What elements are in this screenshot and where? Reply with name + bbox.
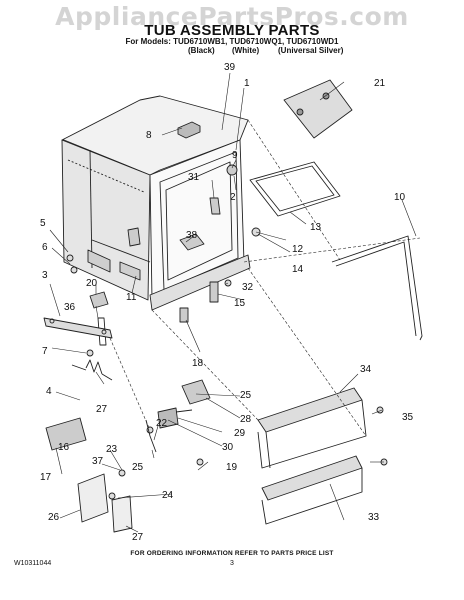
callout-25b: 25 [132,462,144,473]
document-number: W10311044 [14,560,52,567]
callout-35: 34 [360,364,372,375]
callout-21: 21 [374,78,386,89]
callout-23: 23 [106,444,118,455]
callout-22: 22 [156,418,168,429]
watermark: AppliancePartsPros.com [55,2,409,31]
callout-9: 9 [232,150,238,161]
callout-31: 30 [222,442,234,453]
callout-11: 11 [126,292,137,303]
page-number: 3 [230,560,234,567]
callout-4: 4 [46,386,52,397]
callout-3: 3 [42,270,48,281]
callout-13: 13 [310,222,322,233]
callout-17: 17 [40,472,52,483]
callout-2: 2 [230,192,236,203]
callout-37: 36 [64,302,76,313]
callout-32: 31 [188,172,200,183]
callout-29: 28 [240,414,252,425]
callout-26: 26 [48,512,60,523]
callout-40: 39 [224,62,236,73]
ordering-info-footer: FOR ORDERING INFORMATION REFER TO PARTS … [130,550,334,557]
callout-8: 8 [146,130,152,141]
tub-body [61,95,251,311]
callout-34: 33 [368,512,380,523]
callout-39: 38 [186,230,198,241]
callout-33: 32 [242,282,254,293]
callout-38: 37 [92,456,104,467]
page-title: TUB ASSEMBLY PARTS [144,22,320,39]
callout-30: 29 [234,428,246,439]
callout-24: 24 [162,490,174,501]
callout-7: 7 [42,346,48,357]
callout-19: 19 [226,462,238,473]
callout-16: 16 [58,442,70,453]
callout-10: 10 [394,192,406,203]
callout-14: 14 [292,264,304,275]
callout-6: 6 [42,242,48,253]
color-universal-silver: (Universal Silver) [278,46,344,55]
vent-part [177,121,201,139]
callout-36: 35 [402,412,414,423]
callout-25a: 25 [240,390,252,401]
color-white: (White) [232,46,260,55]
callout-27: 27 [132,532,144,543]
color-black: (Black) [188,46,215,55]
callout-20: 20 [86,278,98,289]
callout-28: 27 [96,404,108,415]
callout-5: 5 [40,218,46,229]
callout-1: 1 [244,78,250,89]
callout-18: 18 [192,358,204,369]
callout-12: 12 [292,244,304,255]
model-list: For Models: TUD6710WB1, TUD6710WQ1, TUD6… [125,37,339,46]
callout-15: 15 [234,298,246,309]
